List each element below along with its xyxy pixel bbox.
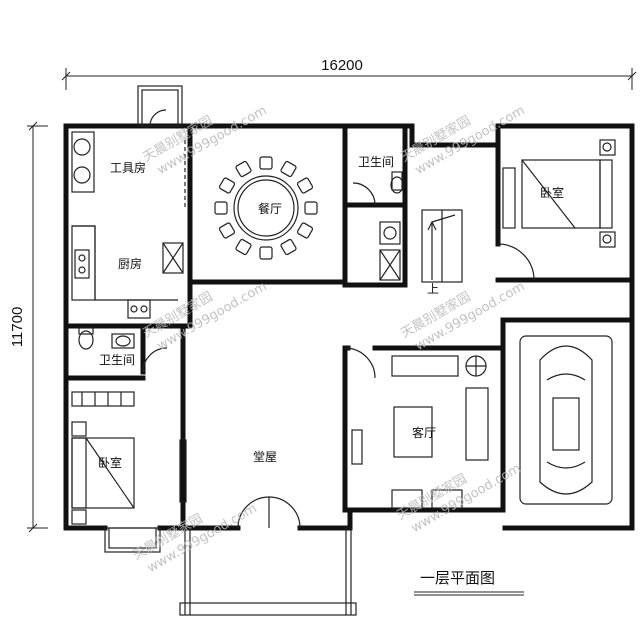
dining-chair xyxy=(280,238,297,256)
watermark-5: 天晨别墅家园 www.999good.com xyxy=(130,501,260,576)
right-bedroom-label: 卧室 xyxy=(540,185,564,200)
left-bathroom-fixtures xyxy=(78,327,168,373)
watermark-3: 天晨别墅家园 www.999good.com xyxy=(140,279,270,354)
dining-table xyxy=(233,175,299,241)
dining-chair xyxy=(280,160,297,178)
height-dimension-label: 11700 xyxy=(9,307,26,348)
top-bathroom-fixtures xyxy=(352,171,404,281)
dining-chair xyxy=(259,246,273,260)
dining-chair xyxy=(304,201,318,215)
left-bedroom-label: 卧室 xyxy=(98,455,122,470)
dining-chair xyxy=(218,177,236,194)
dining-chair xyxy=(296,177,314,194)
dining-chair xyxy=(235,238,252,256)
storage-fixtures xyxy=(71,131,186,210)
left-bathroom-label: 卫生间 xyxy=(99,353,135,367)
plan-title: 一层平面图 xyxy=(414,569,524,596)
main-entrance xyxy=(179,347,376,616)
dining-room-label: 餐厅 xyxy=(258,201,282,216)
watermark-4: 天晨别墅家园 www.999good.com xyxy=(398,279,528,354)
watermark-1: 天晨别墅家园 www.999good.com xyxy=(140,103,270,178)
right-bedroom-furniture xyxy=(497,139,616,281)
width-dimension: 16200 xyxy=(61,57,637,90)
dining-chair xyxy=(259,156,273,170)
garage xyxy=(519,335,613,505)
living-room-furniture xyxy=(351,355,489,509)
dining-chair xyxy=(235,160,252,178)
watermark-2: 天晨别墅家园 www.999good.com xyxy=(398,103,528,178)
width-dimension-label: 16200 xyxy=(321,57,363,74)
kitchen-label: 厨房 xyxy=(118,256,142,271)
dining-chair xyxy=(296,222,314,239)
staircase: 上 xyxy=(421,209,463,296)
back-entrance xyxy=(137,85,183,127)
top-bathroom-label: 卫生间 xyxy=(358,155,394,169)
hall-label: 堂屋 xyxy=(253,450,277,464)
dining-chair xyxy=(214,201,228,215)
dining-chairs xyxy=(214,156,318,260)
dining-chair xyxy=(218,222,236,239)
storage-room-label: 工具房 xyxy=(110,160,146,175)
living-room-label: 客厅 xyxy=(412,425,436,440)
kitchen-fixtures xyxy=(71,225,184,319)
left-bedroom-furniture xyxy=(71,391,187,553)
plan-title-text: 一层平面图 xyxy=(420,569,495,587)
stair-up-mark: 上 xyxy=(427,282,439,296)
height-dimension: 11700 xyxy=(9,121,48,533)
